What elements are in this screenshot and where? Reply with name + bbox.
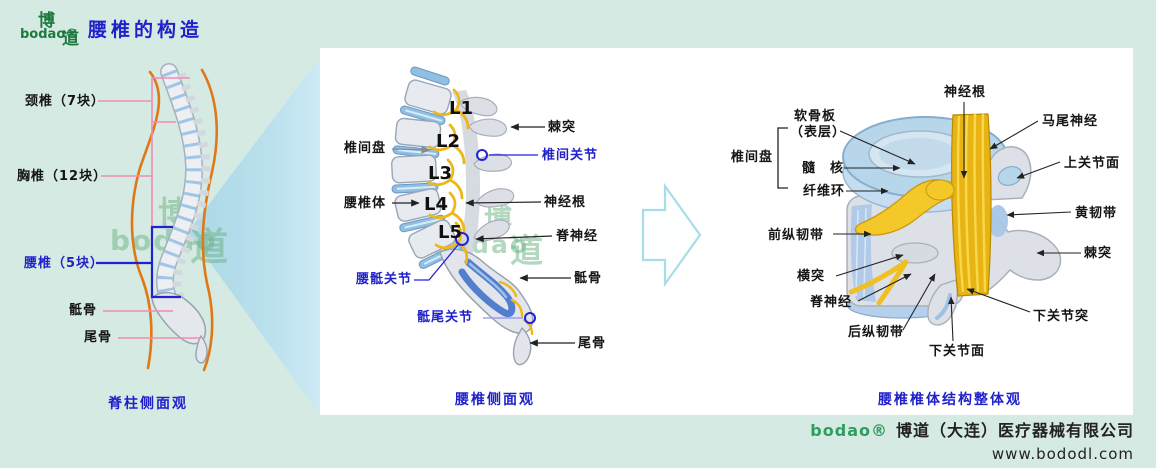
label-disc-mid: 椎间盘 [344,141,387,156]
label-transverse-process: 横突 [797,269,826,284]
label-coccyx-mid: 尾骨 [578,336,607,351]
label-spinal-nerve-mid: 脊神经 [556,229,599,244]
label-inferior-facet: 下关节面 [929,344,986,359]
footer-website: www.bododl.com [991,445,1134,463]
label-sacrum-left: 骶骨 [69,303,98,318]
label-coccyx-left: 尾骨 [84,330,113,345]
label-superior-facet: 上关节面 [1064,156,1121,171]
lumbar-bracket [96,225,181,299]
label-disc-right: 椎间盘 [731,150,774,165]
label-posterior-ligament: 后纵韧带 [848,325,905,340]
body-outline-art [130,68,219,372]
logo-brand-text: bodao® [20,27,79,42]
label-sacrococcygeal-joint: 骶尾关节 [417,310,474,325]
spine-side-art [151,63,211,364]
nerve-roots-art [426,88,534,336]
label-annulus-fibrosus: 纤维环 [803,184,846,199]
left-leader-lines [98,77,201,339]
middle-leader-lines [391,123,575,347]
label-L3: L3 [428,163,452,184]
right-leader-lines [777,102,1081,342]
label-L4: L4 [424,194,448,215]
label-facet-joint: 椎间关节 [542,148,599,163]
bodao-logo: 博 bodao® 道 [20,6,90,49]
footer: bodao® 博道（大连）医疗器械有限公司 www.bododl.com [810,417,1134,463]
caption-spine-side-view: 脊柱侧面观 [108,396,188,412]
label-vertebral-body: 腰椎体 [344,196,387,211]
label-L1: L1 [449,98,473,119]
label-nerve-root-mid: 神经根 [544,195,587,210]
label-cauda-equina: 马尾神经 [1042,114,1099,129]
label-cartilage-endplate-line1: 软骨板 [794,109,837,124]
vertebra-3d-art [842,113,1062,326]
lumbar-side-art [389,66,534,366]
caption-vertebra-structure-view: 腰椎椎体结构整体观 [878,392,1022,408]
label-L5: L5 [438,222,462,243]
facet-joint-marker [476,149,488,161]
footer-brand: bodao® [810,421,888,440]
page-title: 腰椎的构造 [88,19,204,41]
label-spinous-mid: 棘突 [548,120,577,135]
label-inferior-process: 下关节突 [1033,309,1090,324]
label-cartilage-endplate: 软骨板 （表层） [790,109,846,142]
label-cervical: 颈椎（7块） [25,94,106,109]
label-anterior-ligament: 前纵韧带 [768,228,825,243]
label-ligamentum-flavum: 黄韧带 [1075,206,1118,221]
label-nerve-root-right: 神经根 [944,85,987,100]
label-L2: L2 [436,131,460,152]
label-spinous-right: 棘突 [1084,246,1113,261]
label-thoracic: 胸椎（12块） [17,169,108,184]
logo-char-right: 道 [62,29,79,49]
label-cartilage-endplate-line2: （表层） [790,125,847,141]
lumbosacral-joint-marker [455,232,469,246]
label-nucleus-pulposus: 髓 核 [802,161,845,176]
sacrococcygeal-joint-marker [524,312,536,324]
logo-char-top: 博 [38,11,55,31]
label-lumbar: 腰椎（5块） [24,256,105,271]
label-lumbosacral-joint: 腰骶关节 [356,272,413,287]
label-spinal-nerve-right: 脊神经 [810,295,853,310]
label-sacrum-mid: 骶骨 [574,271,603,286]
caption-lumbar-side-view: 腰椎侧面观 [455,392,535,408]
right-arrow-icon [641,182,702,288]
footer-company: 博道（大连）医疗器械有限公司 [895,421,1134,440]
